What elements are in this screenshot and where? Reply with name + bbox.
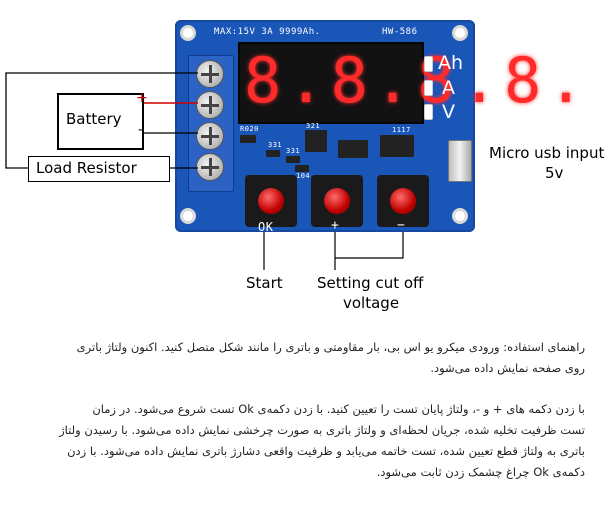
ic-chip (305, 130, 327, 152)
micro-usb-label: Micro usb input (489, 144, 605, 162)
smd-resistor (266, 150, 280, 157)
load-resistor-label: Load Resistor (36, 159, 137, 177)
mount-hole (180, 208, 196, 224)
ok-button-cap[interactable] (258, 188, 284, 214)
unit-ah: Ah (438, 52, 464, 74)
led-indicator (424, 80, 433, 96)
label-plus-silk: + (331, 218, 340, 233)
instruction-line: با زدن دکمه های + و -، ولتاژ پایان تست ر… (92, 402, 585, 416)
minus-button-cap[interactable] (390, 188, 416, 214)
setting-label-line2: voltage (343, 294, 400, 312)
mount-hole (452, 208, 468, 224)
silk-mark: 1117 (392, 126, 411, 134)
mount-hole (180, 25, 196, 41)
terminal-screw (196, 122, 224, 150)
instruction-line: باتری به ولتاژ قطع تعیین شده، تست خاتمه … (67, 444, 585, 458)
silk-mark: 104 (296, 172, 311, 180)
silk-model: HW-586 (382, 27, 418, 37)
instruction-line: روی صفحه نمایش داده می‌شود. (430, 361, 585, 375)
smd-capacitor (295, 165, 309, 172)
battery-label: Battery (66, 110, 122, 128)
micro-usb-voltage: 5v (545, 164, 564, 182)
battery-box (57, 93, 144, 150)
smd-resistor (240, 135, 256, 143)
load-top-wire (5, 72, 198, 169)
load-resistor-box (28, 156, 170, 182)
battery-plus-sign: + (136, 90, 148, 106)
led-indicator (424, 56, 433, 72)
silk-rating: MAX:15V 3A 9999Ah. (214, 27, 321, 37)
terminal-screw (196, 153, 224, 181)
label-ok-silk: OK (258, 220, 274, 234)
instruction-line: تست ظرفیت تخلیه شده، جریان لحظه‌ای و ولت… (59, 423, 585, 437)
plus-button-cap[interactable] (324, 188, 350, 214)
instruction-paragraph-2: با زدن دکمه های + و -، ولتاژ پایان تست ر… (40, 399, 585, 483)
mount-hole (452, 25, 468, 41)
regulator-chip (380, 135, 414, 157)
instruction-line: راهنمای استفاده: ورودی میکرو یو اس بی، ب… (76, 340, 585, 354)
terminal-screw (196, 91, 224, 119)
setting-callout-line-minus (335, 232, 404, 259)
led-indicator (424, 104, 433, 120)
silk-mark: 331 (268, 141, 283, 149)
battery-minus-sign: - (138, 122, 144, 138)
instruction-line: دکمه‌ی Ok چراغ چشمک زدن ثابت می‌شود. (376, 465, 585, 479)
micro-usb-port (448, 140, 472, 182)
unit-a: A (442, 77, 455, 99)
terminal-screw (196, 60, 224, 88)
instruction-paragraph-1: راهنمای استفاده: ورودی میکرو یو اس بی، ب… (40, 337, 585, 379)
start-label: Start (246, 274, 283, 292)
setting-label-line1: Setting cut off (317, 274, 424, 292)
smd-resistor (286, 156, 300, 163)
label-minus-silk: − (397, 218, 406, 233)
silk-mark: R020 (240, 125, 259, 133)
silk-mark: 321 (306, 122, 321, 130)
mosfet (338, 140, 368, 158)
silk-mark: 331 (286, 147, 301, 155)
unit-v: V (442, 101, 455, 123)
seven-segment-display (238, 42, 424, 124)
